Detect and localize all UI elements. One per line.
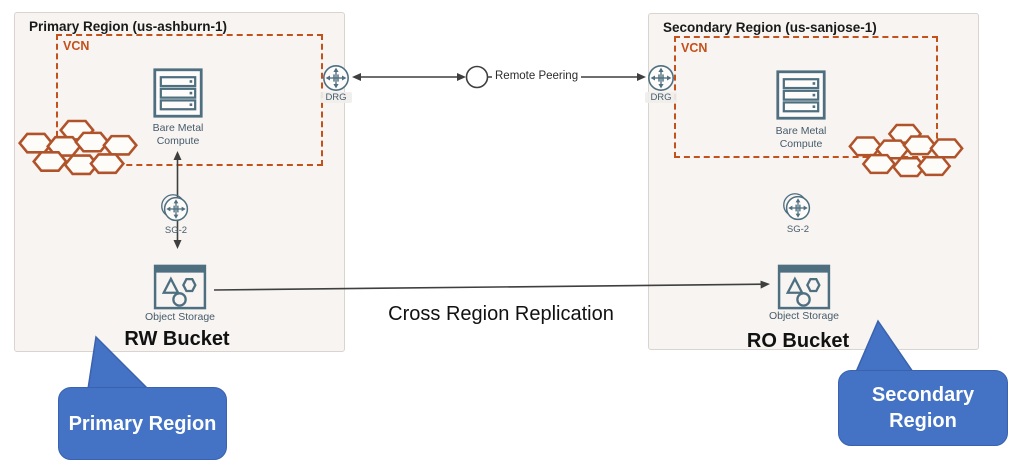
ro-bucket-label: RO Bucket [746, 330, 850, 352]
primary-vcn-label: VCN [63, 39, 90, 53]
sg2-gateway-icon [161, 194, 191, 224]
drg-icon [320, 62, 352, 94]
object-storage-icon [777, 264, 831, 310]
primary-region-title: Primary Region (us-ashburn-1) [29, 19, 228, 34]
bare-metal-compute-label: Bare Metal Compute [775, 125, 827, 150]
object-storage-icon [153, 264, 207, 310]
object-storage-label: Object Storage [144, 311, 216, 323]
honeycomb-network-icon [847, 123, 965, 178]
secondary-region-title: Secondary Region (us-sanjose-1) [663, 20, 877, 35]
primary-region-callout: Primary Region [58, 387, 227, 460]
secondary-region-box: Secondary Region (us-sanjose-1) VCN [645, 13, 979, 352]
drg-label: DRG [645, 92, 677, 103]
bare-metal-compute-icon [152, 67, 204, 119]
drg-icon [645, 62, 677, 94]
sg2-label: SG-2 [164, 225, 188, 236]
secondary-callout-text: Secondary Region [871, 384, 975, 432]
bare-metal-compute-label: Bare Metal Compute [152, 122, 204, 147]
honeycomb-network-icon [17, 119, 139, 176]
object-storage-label: Object Storage [768, 310, 840, 322]
drg-label: DRG [320, 92, 352, 103]
primary-callout-text: Primary Region [68, 412, 217, 435]
secondary-vcn-label: VCN [681, 41, 708, 55]
bare-metal-compute-icon [775, 69, 827, 121]
sg2-label: SG-2 [786, 224, 810, 235]
secondary-region-callout: Secondary Region [838, 370, 1008, 446]
sg2-gateway-icon [783, 193, 813, 223]
remote-peering-label: Remote Peering [492, 70, 582, 82]
primary-region-box: Primary Region (us-ashburn-1) VCN [14, 12, 352, 352]
cross-region-replication-label: Cross Region Replication [388, 303, 614, 325]
rw-bucket-label: RW Bucket [124, 328, 230, 350]
